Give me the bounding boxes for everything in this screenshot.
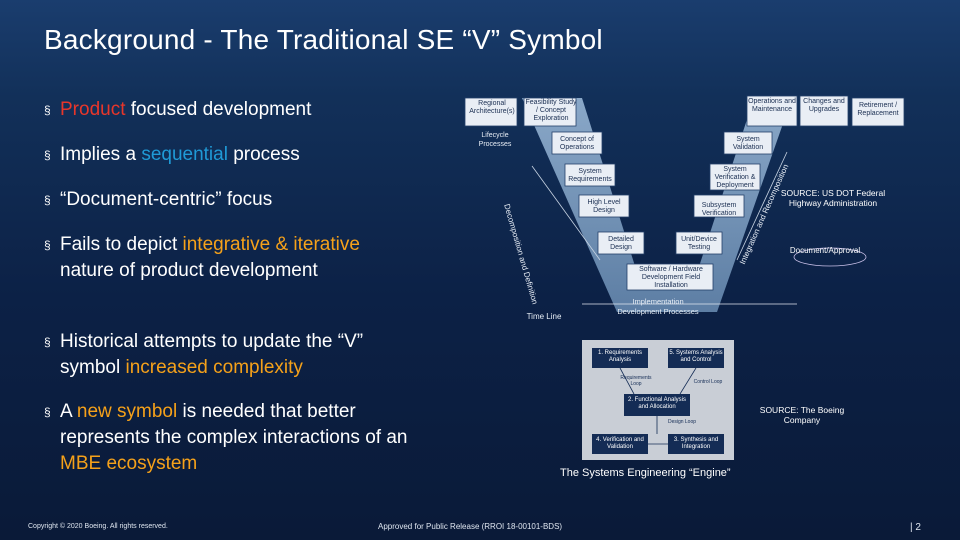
- engine-box-label: 1. Requirements Analysis: [597, 350, 643, 363]
- bullet-run: is needed that better represents the com…: [60, 401, 408, 448]
- bullet-document-centric: § “Document-centric” focus: [44, 187, 434, 213]
- v-box-label: Regional Architecture(s): [469, 100, 515, 115]
- bullet-run: Fails to depict: [60, 234, 183, 255]
- bullet-run: new symbol: [76, 401, 178, 422]
- bullet-run: integrative &: [182, 234, 289, 255]
- v-box-label: Changes and Upgrades: [803, 98, 845, 113]
- v-box: [597, 231, 645, 255]
- v-box: [523, 97, 577, 127]
- bullet-sequential: § Implies a sequential process: [44, 142, 434, 168]
- engine-box-label: 2. Functional Analysis and Allocation: [627, 397, 687, 410]
- v-box: [578, 194, 630, 218]
- bullet-run: iterative: [293, 234, 360, 255]
- bullet-run: process: [227, 144, 300, 165]
- v-box-label: System Validation: [732, 136, 764, 151]
- v-diagram: [464, 95, 905, 312]
- doc-approval-label: Document/Approval: [789, 246, 861, 255]
- bullet-run: Implies a: [60, 144, 142, 165]
- footer-copyright: Copyright © 2020 Boeing. All rights rese…: [28, 523, 168, 530]
- bullet-new-symbol: § A new symbol is needed that better rep…: [44, 399, 434, 477]
- v-box-label: Software / Hardware Development Field In…: [639, 266, 703, 289]
- bullet-run: Product: [60, 99, 126, 120]
- engine-loop-label: Requirements Loop: [620, 375, 652, 387]
- time-line-label: Time Line: [526, 312, 562, 321]
- v-box: [564, 163, 616, 187]
- bullet-mark: §: [44, 193, 51, 207]
- implementation-label: Implementation Development Processes: [617, 297, 699, 316]
- v-box: [851, 97, 905, 127]
- engine-arrow: [619, 367, 635, 395]
- engine-arrow: [679, 367, 697, 395]
- page-number: | 2: [910, 522, 921, 533]
- bullet-historical-attempts: § Historical attempts to update the “V” …: [44, 329, 424, 381]
- slide-title: Background - The Traditional SE “V” Symb…: [44, 24, 603, 55]
- v-box-label: Operations and Maintenance: [748, 98, 796, 113]
- bullet-mark: §: [44, 103, 51, 117]
- engine-box-label: 4. Verification and Validation: [596, 437, 644, 450]
- engine-box-label: 5. Systems Analysis and Control: [669, 350, 723, 363]
- v-box: [693, 194, 745, 218]
- engine-loop-label: Design Loop: [667, 419, 697, 425]
- v-box: [626, 263, 714, 291]
- bullet-product-focus: § Product focused development: [44, 97, 434, 123]
- v-box-label: System Requirements: [568, 168, 612, 183]
- bullet-mark: §: [44, 238, 51, 252]
- right-arm-arrow: [736, 151, 788, 261]
- engine-box: [592, 348, 648, 368]
- engine-box: [624, 394, 690, 416]
- v-box: [709, 163, 761, 191]
- source-fhwa: SOURCE: US DOT Federal Highway Administr…: [780, 188, 886, 208]
- engine-box: [668, 434, 724, 454]
- lifecycle-label: Lifecycle Processes: [478, 132, 512, 148]
- v-box: [464, 97, 518, 127]
- bullet-run: A: [60, 401, 77, 422]
- v-box: [723, 131, 773, 155]
- source-boeing: SOURCE: The Boeing Company: [759, 405, 845, 425]
- v-box: [551, 131, 603, 155]
- v-box-label: Detailed Design: [608, 236, 634, 251]
- engine-box-label: 3. Synthesis and Integration: [673, 437, 719, 450]
- v-box: [675, 231, 723, 255]
- v-box: [799, 95, 849, 127]
- bullet-run: “Document-centric” focus: [60, 189, 273, 210]
- v-box: [746, 95, 798, 127]
- bullet-run: MBE ecosystem: [60, 453, 198, 474]
- doc-approval-ellipse: [793, 247, 867, 267]
- v-box-label: High Level Design: [587, 199, 621, 214]
- bullet-fails-to-depict: § Fails to depict integrative & iterativ…: [44, 232, 374, 284]
- v-box-label: System Verification & Deployment: [714, 166, 756, 189]
- se-engine-diagram: [582, 340, 734, 460]
- bullet-mark: §: [44, 405, 51, 419]
- v-box-label: Concept of Operations: [559, 136, 595, 151]
- bullet-run: increased complexity: [125, 357, 303, 378]
- v-box-label: Unit/Device Testing: [681, 236, 717, 251]
- engine-loop-label: Control Loop: [693, 379, 723, 385]
- engine-box: [592, 434, 648, 454]
- engine-box: [668, 348, 724, 368]
- footer-approval: Approved for Public Release (RROI 18-001…: [378, 522, 563, 531]
- v-box-label: Feasibility Study / Concept Exploration: [525, 99, 577, 122]
- bullet-run: focused development: [125, 99, 312, 120]
- v-box-label: Subsystem Verification: [701, 202, 737, 217]
- bullet-run: Historical attempts to update the “V” sy…: [60, 331, 364, 378]
- bullet-mark: §: [44, 148, 51, 162]
- left-arm-arrow: [531, 165, 601, 261]
- bullet-mark: §: [44, 335, 51, 349]
- bullet-run: sequential: [141, 144, 228, 165]
- bullet-run: nature of product development: [60, 260, 318, 281]
- engine-caption: The Systems Engineering “Engine”: [560, 467, 731, 479]
- v-box-label: Retirement / Replacement: [857, 102, 899, 117]
